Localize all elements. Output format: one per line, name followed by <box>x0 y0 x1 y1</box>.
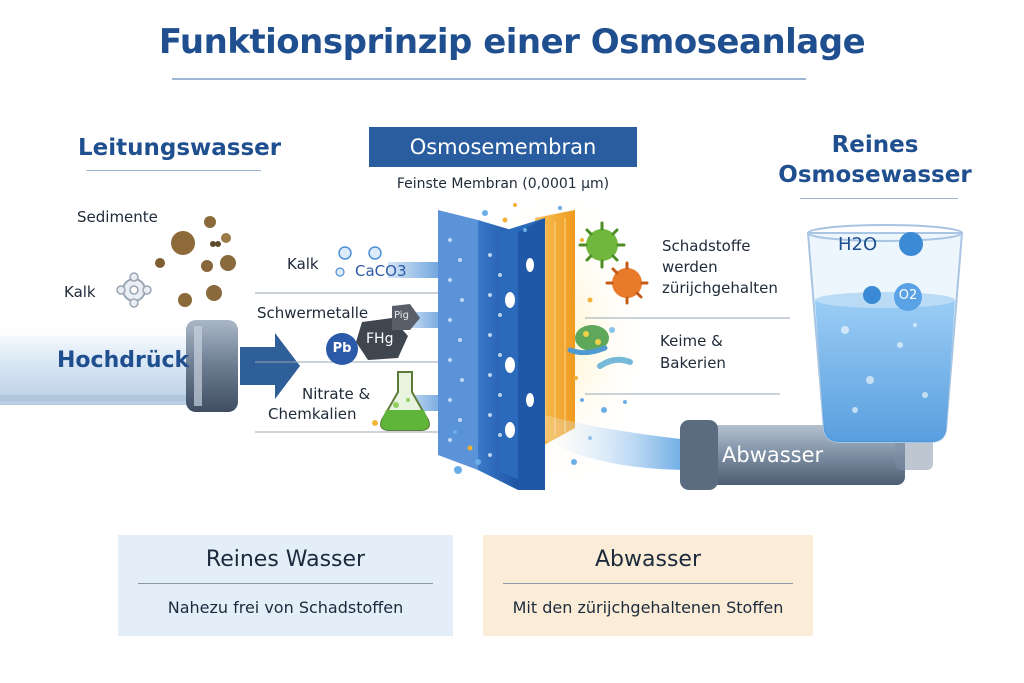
pure-water-heading: Reines Osmosewasser <box>770 130 980 190</box>
waste-water-box-title: Abwasser <box>595 547 701 572</box>
pollutants-line3: zürijchgehalten <box>662 279 778 297</box>
waste-stream <box>545 415 690 470</box>
pure-water-box-subtitle: Nahezu frei von Schadstoffen <box>167 598 404 617</box>
hg-icon <box>356 304 420 360</box>
waste-water-box-subtitle: Mit den zürijchgehaltenen Stoffen <box>512 598 784 617</box>
pure-water-heading-rule <box>800 198 958 199</box>
pollutants-line1: Schadstoffe <box>662 237 751 255</box>
pb-icon <box>326 333 358 365</box>
waste-water-box-rule <box>503 583 793 584</box>
waste-water-box: Abwasser Mit den zürijchgehaltenen Stoff… <box>483 535 813 636</box>
pure-water-box-rule <box>138 583 433 584</box>
orange-germ-icon <box>605 261 649 305</box>
waste-pipe-label: Abwasser <box>722 443 824 467</box>
germs-label: Keime & Bakerien <box>660 330 726 374</box>
kalk-bubbles <box>335 246 382 277</box>
o2-label: O2 <box>898 288 918 303</box>
pure-water-box: Reines Wasser Nahezu frei von Schadstoff… <box>118 535 453 636</box>
membrane-heading: Osmosemembran <box>369 127 637 167</box>
tap-water-heading-rule <box>86 170 261 171</box>
nitrate-label-line2: Chemkalien <box>268 405 357 423</box>
membrane-panels <box>438 210 545 490</box>
inlet-pipe <box>0 320 238 412</box>
title-underline <box>172 78 806 80</box>
nitrate-label-line1: Nitrate & <box>302 385 371 403</box>
pure-water-heading-line2: Osmosewasser <box>778 162 972 188</box>
pure-water-heading-line1: Reines <box>831 132 919 158</box>
h2o-label: H2O <box>838 234 878 255</box>
hg-label: FHg <box>366 331 394 347</box>
pure-water-box-title: Reines Wasser <box>205 547 366 572</box>
pb-label: Pb <box>332 341 352 356</box>
left-kalk-label: Kalk <box>64 283 96 301</box>
bacteria-icon <box>567 325 633 369</box>
chemical-flask-icon <box>372 371 430 431</box>
heavy-metals-label: Schwermetalle <box>257 304 369 322</box>
sediment-label: Sedimente <box>77 208 158 226</box>
pollutants-retained-label: Schadstoffe werden zürijchgehalten <box>662 236 778 299</box>
yellow-particles <box>467 203 593 451</box>
page-title: Funktionsprinzip einer Osmoseanlage <box>158 22 866 62</box>
kalk-gear-icon <box>116 272 152 308</box>
hg-small-label: Pig <box>394 310 409 321</box>
tap-water-heading: Leitungswasser <box>78 135 282 161</box>
pollutants-line2: werden <box>662 258 718 276</box>
germs-line1: Keime & <box>660 332 723 350</box>
sediment-particles <box>155 216 236 307</box>
caco3-formula: CaCO3 <box>355 262 407 280</box>
inlet-pressure-label: Hochdrück <box>57 348 190 373</box>
input-kalk-label: Kalk <box>287 255 319 273</box>
pressure-arrow <box>240 333 300 399</box>
green-germ-icon <box>578 221 626 269</box>
water-glass <box>806 224 964 443</box>
germs-line2: Bakerien <box>660 354 726 372</box>
